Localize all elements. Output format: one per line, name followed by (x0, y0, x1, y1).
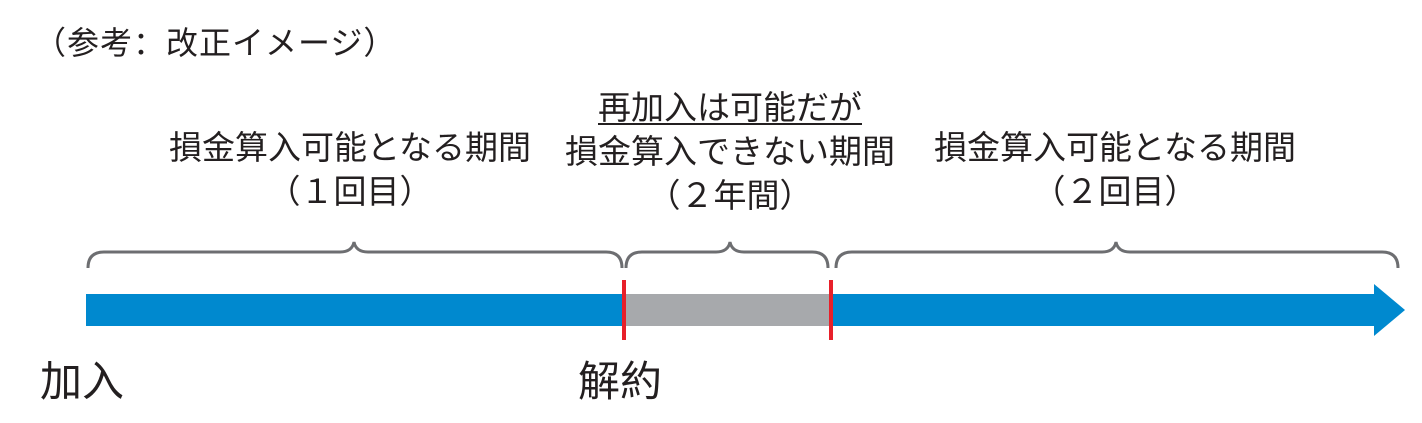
timeline-bar-blocked (624, 294, 832, 326)
brace-non-deductible-period (624, 241, 830, 269)
label-cancel: 解約 (578, 357, 663, 406)
period-non-deductible-duration: （２年間） (647, 176, 813, 215)
brace-first-period (86, 241, 624, 269)
diagram-caption: （参考：改正イメージ） (34, 24, 397, 62)
period-non-deductible-title: 損金算入できない期間 (565, 132, 895, 171)
period-second-deductible: 損金算入可能となる期間 （２回目） (905, 126, 1325, 214)
period-first-count: （１回目） (267, 172, 433, 211)
timeline-arrowhead (1374, 284, 1405, 336)
period-second-count: （２回目） (1032, 172, 1198, 211)
timeline-bar-first (86, 294, 626, 326)
rejoin-marker (829, 280, 833, 340)
cancel-marker (622, 280, 626, 340)
brace-second-period (834, 241, 1400, 269)
rejoin-note-underlined: 再加入は可能だが (598, 88, 862, 127)
timeline-bar-second (830, 294, 1376, 326)
period-rejoin-note: 再加入は可能だが (540, 86, 920, 130)
period-second-title: 損金算入可能となる期間 (933, 128, 1296, 167)
period-first-title: 損金算入可能となる期間 (168, 128, 531, 167)
period-non-deductible: 再加入は可能だが 損金算入できない期間 （２年間） (540, 86, 920, 218)
period-first-deductible: 損金算入可能となる期間 （１回目） (140, 126, 560, 214)
label-join: 加入 (40, 357, 125, 406)
